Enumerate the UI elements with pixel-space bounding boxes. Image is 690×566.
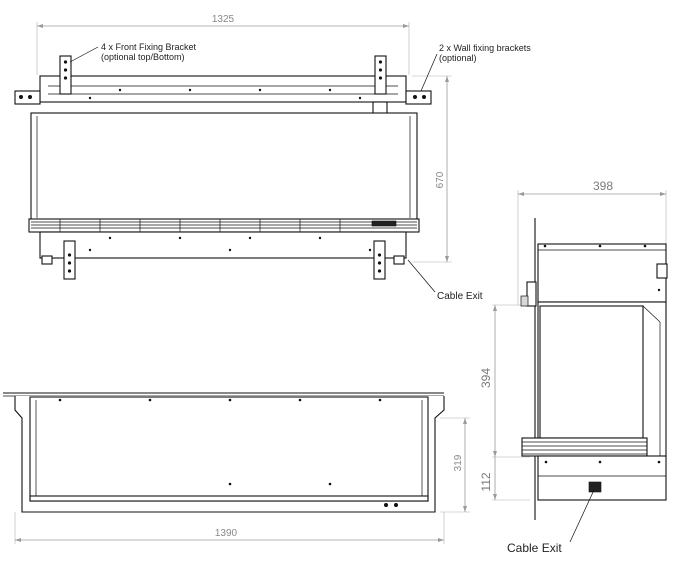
side-depth-label: 398 [593, 179, 613, 193]
front-foot-right [393, 255, 405, 265]
wall-bracket-left [14, 90, 41, 105]
side-depth-dimension: 398 [517, 179, 667, 305]
wall-bracket-right [405, 90, 432, 105]
wall-bracket-note-line1: 2 x Wall fixing brackets [439, 43, 531, 53]
side-inner-panel [539, 305, 644, 439]
plan-depth-dimension: 319 [440, 417, 470, 513]
side-height-dimension: 394 [479, 304, 530, 458]
front-main-body [30, 112, 418, 222]
front-width-label: 1325 [212, 14, 235, 25]
plan-width-label: 1390 [215, 528, 238, 539]
plan-width-dimension: 1390 [14, 512, 445, 544]
front-bracket-top-right [374, 55, 387, 95]
side-height-label: 394 [479, 368, 493, 388]
front-height-label: 670 [435, 171, 446, 188]
front-louvre-strip [28, 218, 420, 233]
front-top-rail [39, 75, 407, 103]
side-base-dimension: 112 [479, 457, 530, 501]
wall-bracket-annotation: 2 x Wall fixing brackets (optional) [420, 43, 531, 92]
front-height-dimension: 670 [412, 75, 452, 263]
side-back-bevel [642, 305, 661, 456]
side-cable-exit-port [588, 481, 602, 493]
cable-exit-front-label: Cable Exit [437, 291, 483, 302]
front-foot-left [41, 255, 53, 265]
side-base-label: 112 [479, 472, 493, 491]
side-junction-box [656, 263, 668, 279]
wall-bracket-note-line2: (optional) [439, 53, 477, 63]
cable-exit-side-label: Cable Exit [507, 541, 562, 555]
front-bracket-annotation: 4 x Front Fixing Bracket (optional top/B… [69, 42, 197, 63]
front-view: 1325 670 [14, 14, 531, 302]
plan-body [29, 396, 429, 502]
side-louvre-stack [521, 437, 648, 457]
front-bracket-top-left [59, 55, 72, 95]
side-base [537, 455, 667, 501]
front-bracket-note-line1: 4 x Front Fixing Bracket [101, 42, 197, 52]
cable-exit-side-annotation: Cable Exit [507, 489, 595, 555]
plan-view: 319 1390 [3, 392, 470, 544]
side-top-housing [537, 243, 667, 303]
front-bracket-note-line2: (optional top/Bottom) [101, 52, 185, 62]
side-view: 398 394 112 [479, 179, 668, 555]
front-bracket-bottom-left [63, 240, 76, 280]
side-wall-bracket [520, 281, 537, 307]
front-width-dimension: 1325 [36, 14, 410, 75]
cable-exit-front-annotation: Cable Exit [407, 259, 483, 302]
front-bottom-rail [39, 231, 407, 259]
plan-depth-label: 319 [453, 454, 464, 471]
front-bracket-bottom-right [373, 240, 386, 280]
